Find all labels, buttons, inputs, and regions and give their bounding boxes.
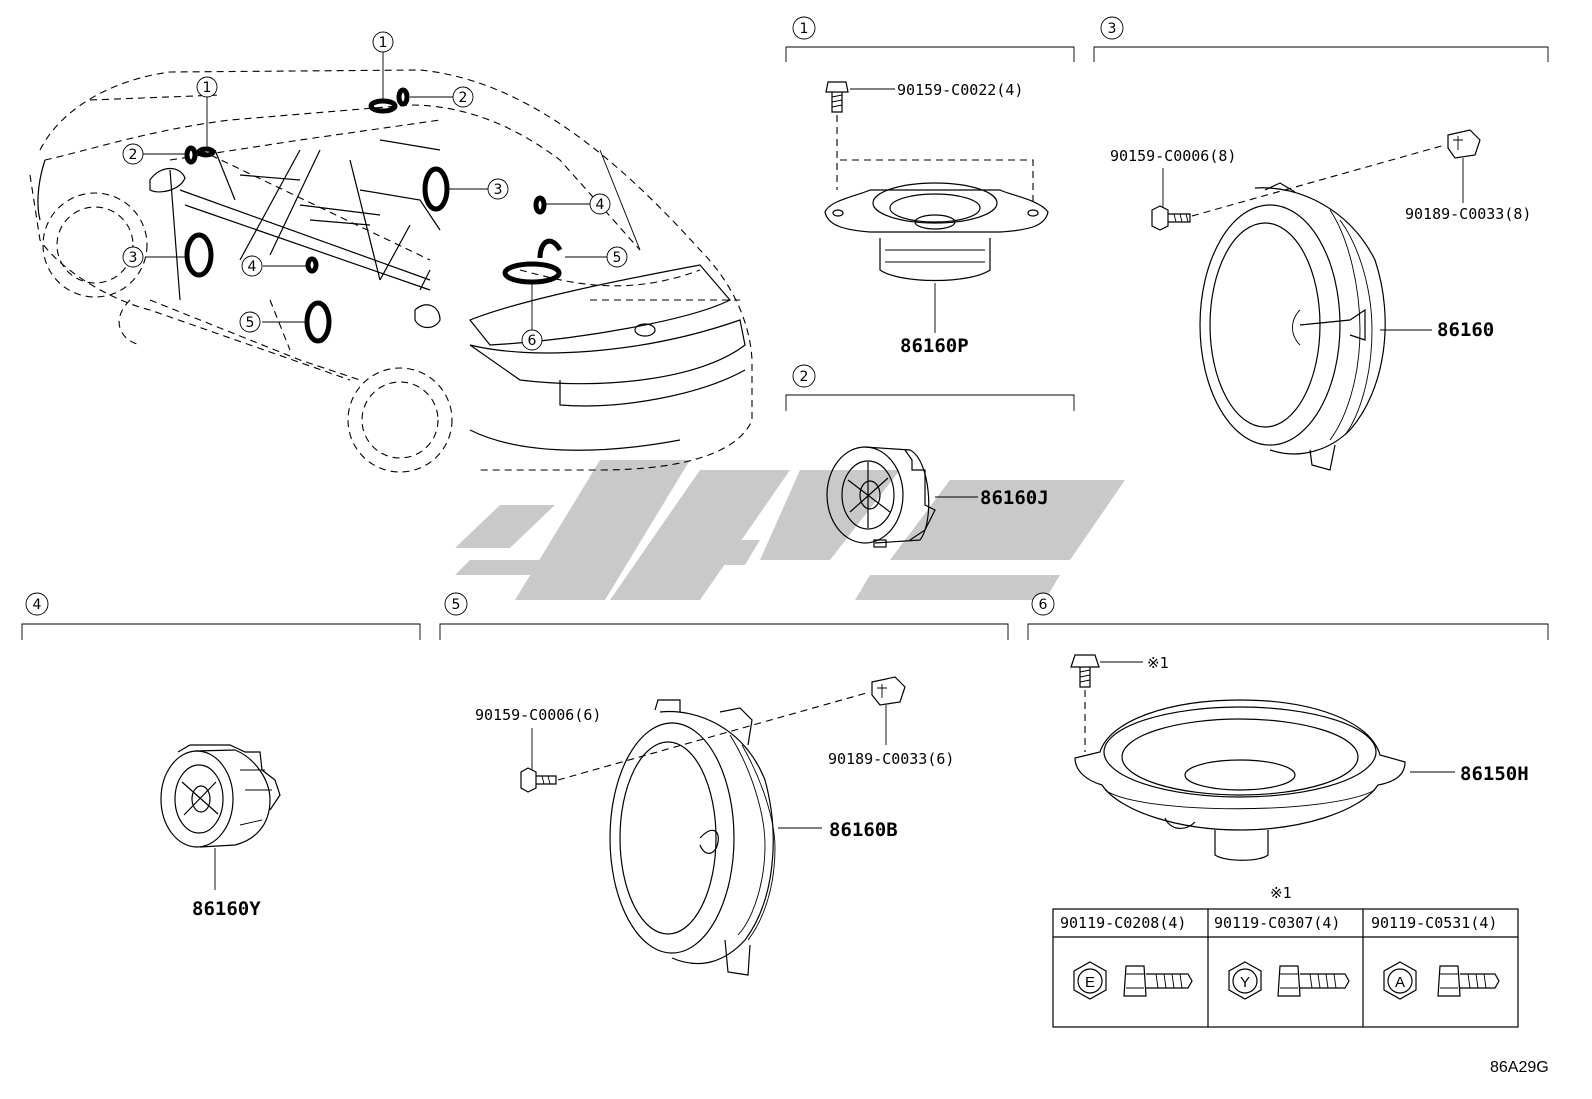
- bolt-side-icon: [1123, 965, 1193, 997]
- svg-text:Y: Y: [1240, 974, 1250, 991]
- speaker-icon: [1199, 182, 1386, 471]
- callout-circle: 3: [122, 246, 144, 268]
- group-2: 2 86160J: [785, 364, 1075, 548]
- speaker-icon: [1074, 699, 1406, 861]
- callout-circle: 6: [521, 329, 543, 351]
- group-number: 2: [800, 369, 809, 385]
- tweeter-icon: [826, 446, 936, 548]
- group-3: 3 90159-C0006(8) 90189-C0033(8) 861: [1093, 16, 1549, 471]
- part-label: ※1: [1147, 654, 1169, 672]
- group-5: 5 90159-C0006(6) 90189-C0033(6) 861: [439, 592, 1009, 976]
- part-number: 86160J: [980, 487, 1049, 509]
- svg-text:4: 4: [248, 259, 257, 275]
- bolt-head-marking-icon: Y: [1228, 961, 1262, 1000]
- svg-text:1: 1: [203, 80, 212, 96]
- group-number-circle: [792, 364, 816, 388]
- bolt-table-header: 90119-C0208(4): [1060, 914, 1186, 932]
- svg-text:6: 6: [528, 333, 537, 349]
- svg-text:5: 5: [246, 315, 255, 331]
- part-label: 90159-C0006(8): [1110, 147, 1236, 165]
- group-number: 5: [452, 597, 461, 613]
- group-number-circle: [1100, 16, 1124, 40]
- bolt-table-title: ※1: [1270, 884, 1292, 902]
- svg-text:2: 2: [459, 90, 468, 106]
- bolt-side-icon: [1437, 965, 1500, 997]
- svg-text:E: E: [1085, 974, 1095, 991]
- part-label: 90159-C0022(4): [897, 81, 1023, 99]
- diagram-code: 86A29G: [1490, 1059, 1549, 1076]
- part-label: 90159-C0006(6): [475, 706, 601, 724]
- callout-circle: 4: [241, 255, 263, 277]
- screw-icon: [1151, 205, 1191, 231]
- vehicle-illustration: [29, 51, 753, 473]
- callout-circle: 1: [196, 76, 218, 98]
- bolt-table: ※1 90119-C0208(4) 90119-C0307(4) 90119-C…: [1052, 884, 1519, 1028]
- group-1: 1 90159-C0022(4) 86160P: [785, 16, 1075, 357]
- part-number: 86160P: [900, 335, 969, 357]
- callout-circle: 4: [589, 193, 611, 215]
- svg-text:1: 1: [379, 35, 388, 51]
- group-6: 6 ※1 86150H ※1 90119-C0208(4) 90: [1027, 592, 1549, 1028]
- group-bracket: [21, 623, 421, 640]
- callout-circle: 5: [239, 311, 261, 333]
- bolt-side-icon: [1277, 965, 1350, 997]
- callout-circle: 5: [606, 246, 628, 268]
- part-label: 90189-C0033(8): [1405, 205, 1531, 223]
- speaker-icon: [609, 699, 776, 976]
- svg-text:3: 3: [494, 182, 503, 198]
- vehicle-callouts: 1 1 2 2 3 3 4 4 5 6 5: [122, 31, 628, 351]
- bolt-table-header: 90119-C0531(4): [1371, 914, 1497, 932]
- group-bracket: [1027, 623, 1549, 640]
- group-number: 4: [33, 597, 42, 613]
- screw-icon: [520, 767, 557, 793]
- group-bracket: [785, 46, 1075, 62]
- group-number-circle: [25, 592, 49, 616]
- part-number: 86160B: [829, 819, 898, 841]
- svg-text:4: 4: [596, 197, 605, 213]
- group-4: 4 86160Y: [21, 592, 421, 920]
- bolt-icon: [1070, 654, 1100, 688]
- svg-text:A: A: [1395, 974, 1405, 991]
- part-number: 86150H: [1460, 763, 1529, 785]
- bolt-head-marking-icon: E: [1073, 961, 1107, 1000]
- clip-nut-icon: [1447, 129, 1481, 159]
- screw-icon: [825, 81, 849, 113]
- group-number: 3: [1108, 21, 1117, 37]
- tweeter-icon: [160, 744, 281, 848]
- svg-text:2: 2: [129, 147, 138, 163]
- part-label: 90189-C0033(6): [828, 750, 954, 768]
- group-bracket: [439, 623, 1009, 640]
- group-number-circle: [792, 16, 816, 40]
- group-bracket: [1093, 46, 1549, 62]
- group-number: 6: [1039, 597, 1048, 613]
- group-number-circle: [444, 592, 468, 616]
- watermark-logo: [455, 460, 1125, 600]
- callout-circle: 1: [372, 31, 394, 53]
- group-bracket: [785, 394, 1075, 411]
- group-number: 1: [800, 21, 809, 37]
- bolt-head-marking-icon: A: [1383, 961, 1417, 1000]
- part-number: 86160: [1437, 319, 1494, 341]
- group-number-circle: [1031, 592, 1055, 616]
- callout-circle: 2: [452, 86, 474, 108]
- callout-circle: 2: [122, 143, 144, 165]
- svg-text:3: 3: [129, 250, 138, 266]
- clip-nut-icon: [871, 676, 906, 706]
- part-number: 86160Y: [192, 898, 261, 920]
- svg-text:5: 5: [613, 250, 622, 266]
- speaker-icon: [824, 182, 1049, 282]
- bolt-table-header: 90119-C0307(4): [1214, 914, 1340, 932]
- callout-circle: 3: [487, 178, 509, 200]
